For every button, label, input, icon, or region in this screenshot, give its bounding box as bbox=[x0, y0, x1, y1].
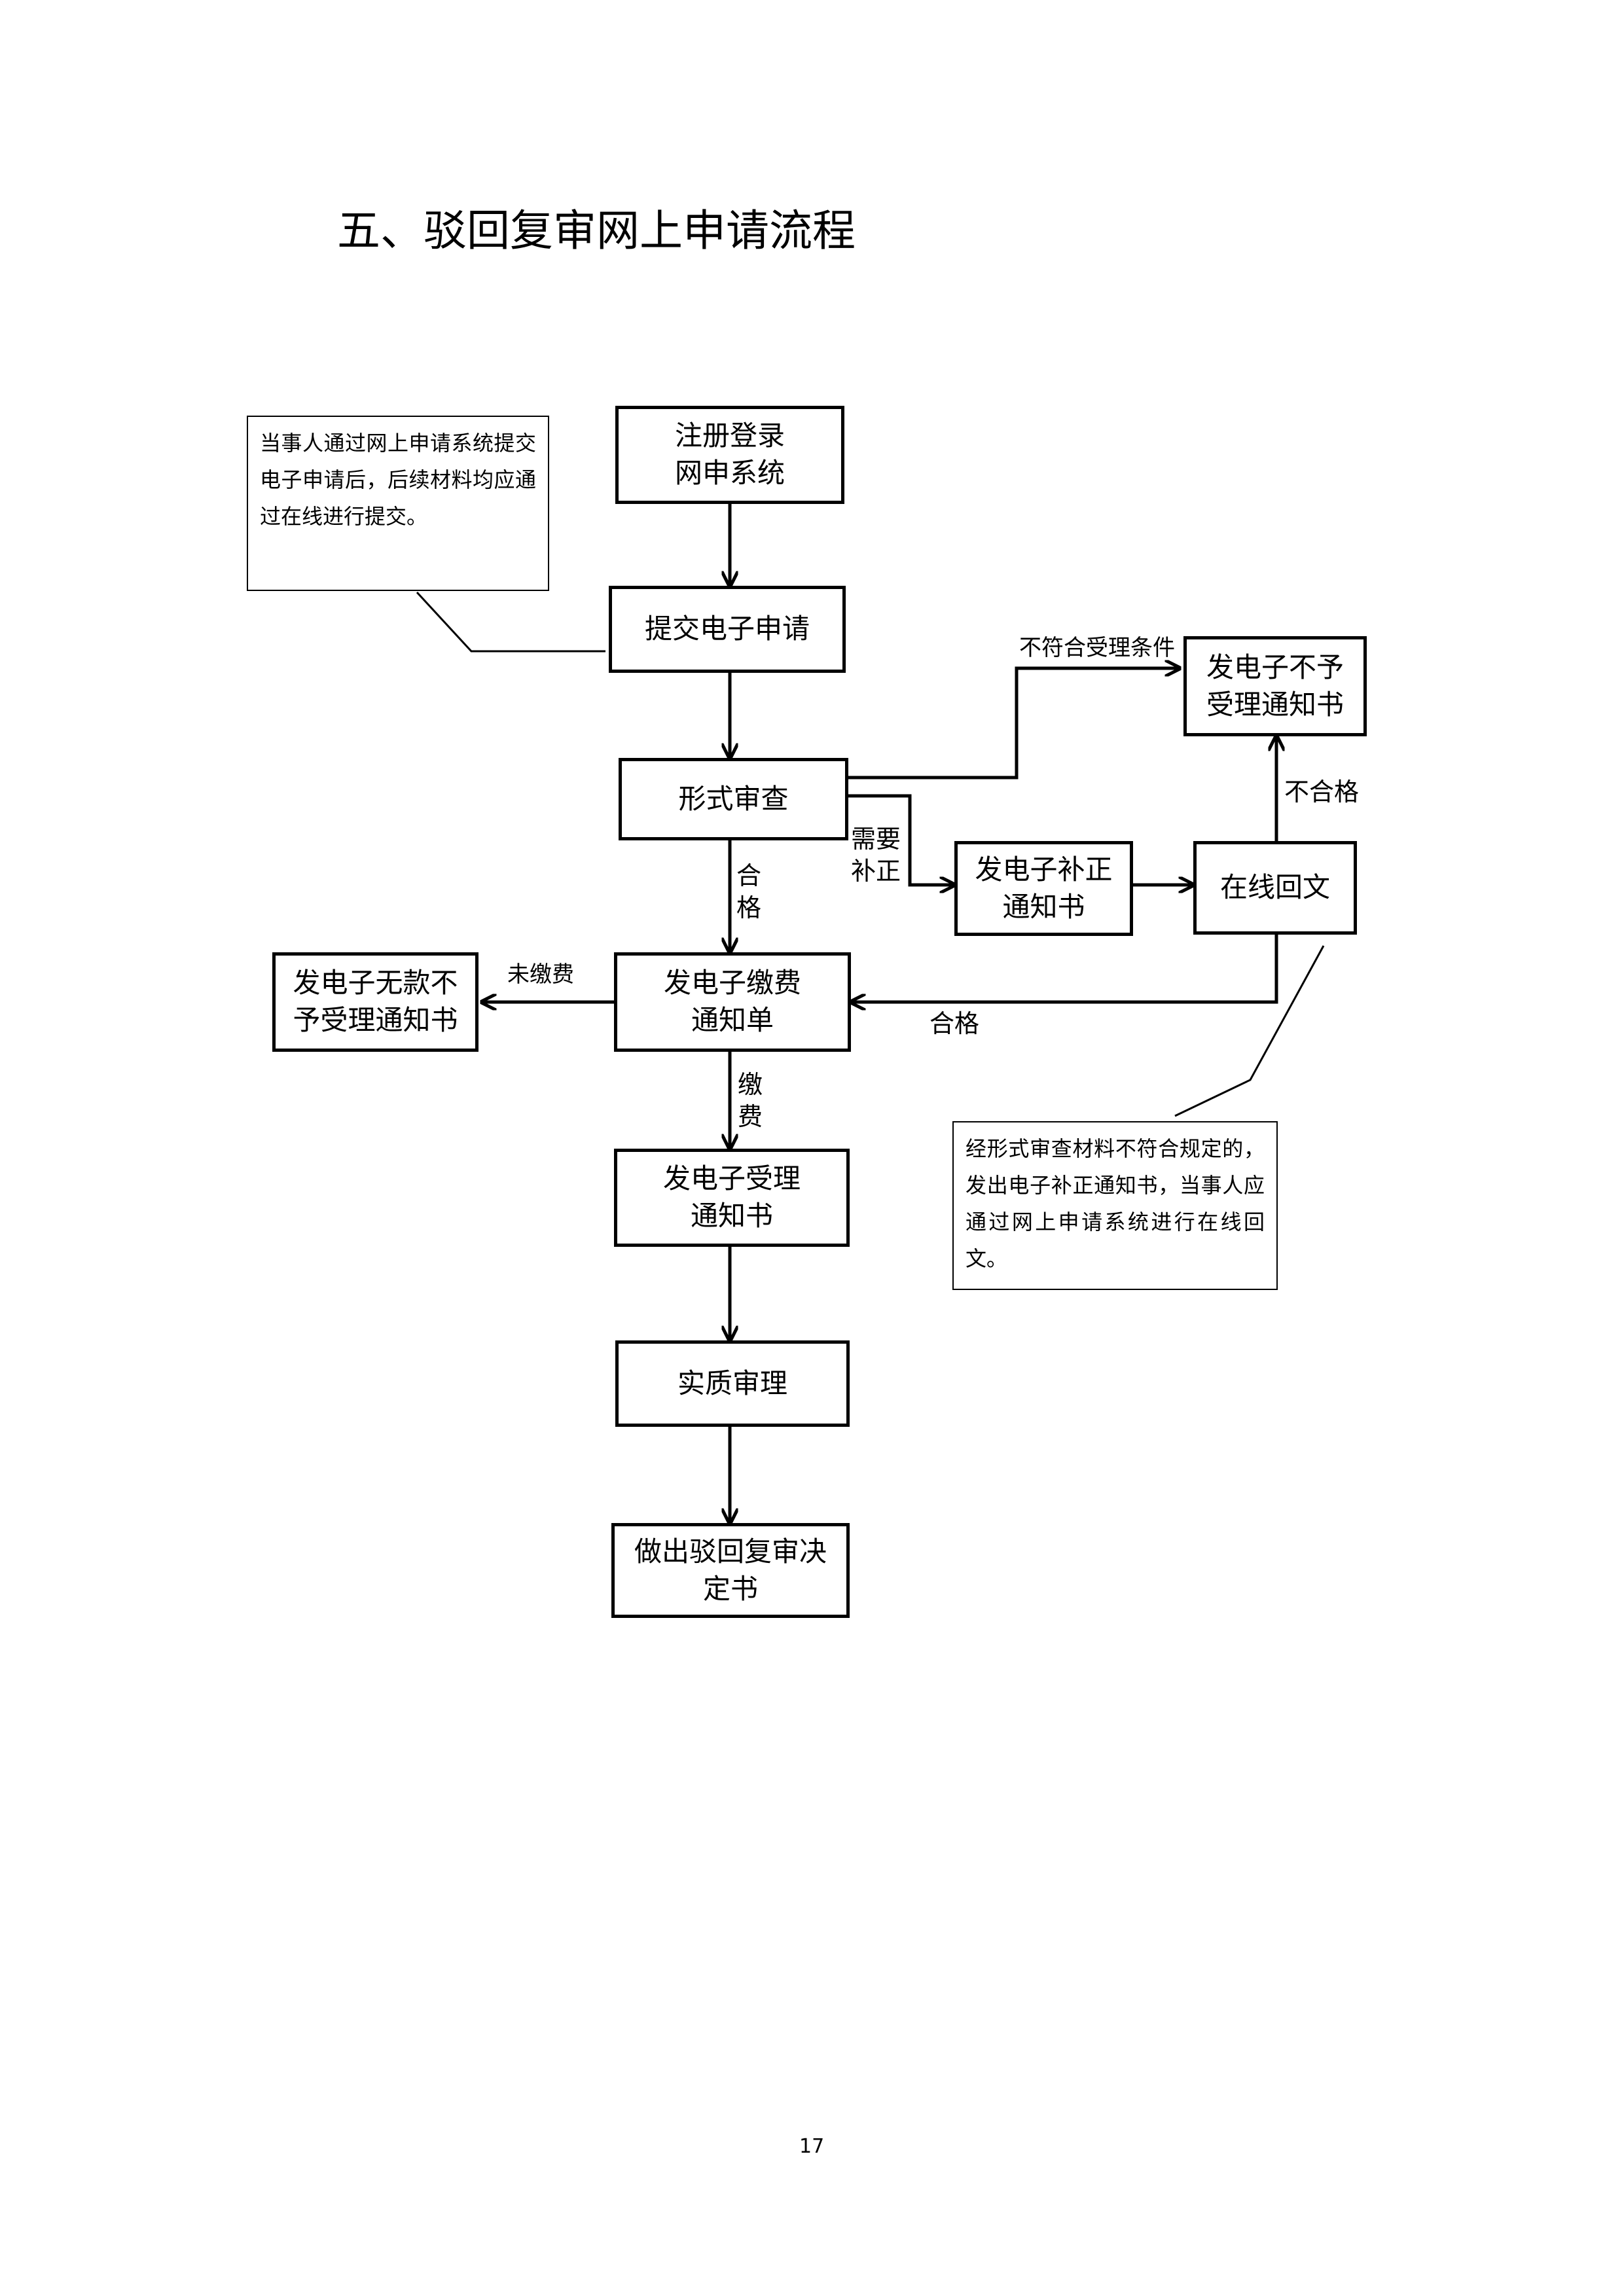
label-unpaid: 未缴费 bbox=[507, 961, 574, 988]
node-no-fee-reject: 发电子无款不 予受理通知书 bbox=[272, 952, 478, 1052]
note-bottom-right: 经形式审查材料不符合规定的，发出电子补正通知书，当事人应通过网上申请系统进行在线… bbox=[952, 1121, 1278, 1290]
label-paid: 缴费 bbox=[737, 1070, 763, 1132]
node-online-reply-label: 在线回文 bbox=[1219, 871, 1330, 904]
node-no-fee-reject-label: 发电子无款不 予受理通知书 bbox=[293, 967, 458, 1036]
node-fee-notice-label: 发电子缴费 通知单 bbox=[663, 967, 801, 1036]
node-substantive-review: 实质审理 bbox=[615, 1340, 850, 1427]
note-pointer-bottom-right bbox=[1174, 945, 1325, 1117]
label-not-meet-conditions: 不符合受理条件 bbox=[1019, 635, 1175, 661]
node-accept-notice-label: 发电子受理 通知书 bbox=[662, 1162, 801, 1232]
note-top-left: 当事人通过网上申请系统提交电子申请后，后续材料均应通过在线进行提交。 bbox=[247, 416, 549, 591]
page-title: 五、驳回复审网上申请流程 bbox=[337, 206, 856, 256]
note-pointer-top-left bbox=[416, 591, 605, 653]
node-correction-label: 发电子补正 通知书 bbox=[975, 853, 1113, 923]
node-submit-application: 提交电子申请 bbox=[609, 586, 846, 673]
arrow-formal-review-to-no-accept bbox=[848, 668, 1180, 780]
arrow-online-reply-to-fee-notice bbox=[851, 935, 1278, 1002]
note-bottom-right-text: 经形式审查材料不符合规定的，发出电子补正通知书，当事人应通过网上申请系统进行在线… bbox=[965, 1136, 1265, 1271]
node-accept-notice: 发电子受理 通知书 bbox=[614, 1149, 850, 1247]
node-no-accept-notice: 发电子不予 受理通知书 bbox=[1183, 636, 1367, 736]
node-decision: 做出驳回复审决 定书 bbox=[611, 1523, 850, 1618]
node-formal-review-label: 形式审查 bbox=[678, 782, 789, 815]
node-register-label: 注册登录 网申系统 bbox=[674, 420, 785, 489]
node-decision-label: 做出驳回复审决 定书 bbox=[634, 1535, 827, 1605]
arrow-formal-review-to-correction bbox=[848, 794, 954, 885]
label-pass-horizontal: 合格 bbox=[929, 1009, 980, 1038]
node-fee-notice: 发电子缴费 通知单 bbox=[614, 952, 851, 1052]
label-need-correction: 需要 补正 bbox=[851, 825, 901, 886]
node-submit-label: 提交电子申请 bbox=[644, 613, 810, 645]
node-formal-review: 形式审查 bbox=[619, 758, 848, 840]
node-online-reply: 在线回文 bbox=[1193, 841, 1357, 935]
page-number: 17 bbox=[799, 2135, 825, 2158]
node-no-accept-label: 发电子不予 受理通知书 bbox=[1206, 651, 1344, 721]
note-top-left-text: 当事人通过网上申请系统提交电子申请后，后续材料均应通过在线进行提交。 bbox=[260, 431, 536, 529]
node-correction-notice: 发电子补正 通知书 bbox=[954, 841, 1133, 936]
label-pass-vertical: 合格 bbox=[736, 861, 761, 923]
node-substantive-label: 实质审理 bbox=[677, 1367, 787, 1399]
label-not-pass: 不合格 bbox=[1284, 778, 1360, 806]
node-register: 注册登录 网申系统 bbox=[615, 406, 844, 504]
